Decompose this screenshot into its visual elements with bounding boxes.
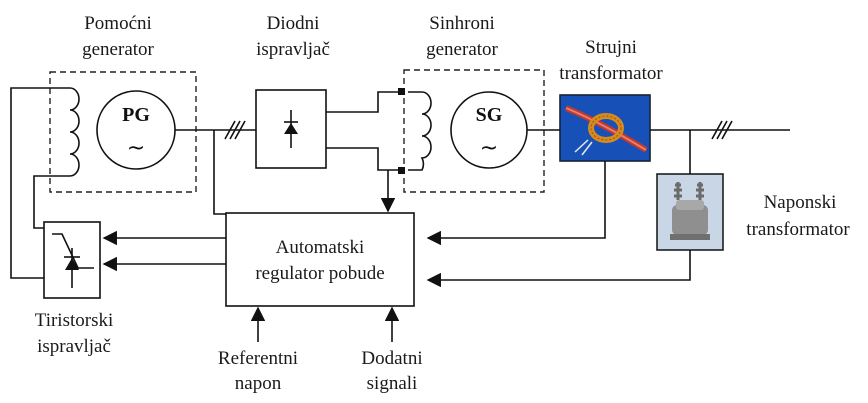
sg-symbol: SG xyxy=(476,104,503,126)
pg-aux-tap xyxy=(213,130,226,215)
pg-title-line1: Pomoćni xyxy=(84,13,152,34)
vt-feedback-line xyxy=(426,250,691,288)
avr-box xyxy=(225,212,415,307)
pg-3phase-mark xyxy=(224,120,246,140)
ref-label-line1: Referentni xyxy=(218,348,298,369)
sg-title-line2: generator xyxy=(426,39,498,60)
thyristor-icon xyxy=(52,233,94,288)
ct-title-line1: Strujni xyxy=(585,37,637,58)
sg-dashed-boundary xyxy=(403,69,545,193)
current-transformer-photo-icon xyxy=(559,94,651,162)
pg-coil-feed-inner xyxy=(33,175,70,229)
avr-label-line1: Automatski xyxy=(276,237,365,258)
pg-symbol: PG xyxy=(122,104,150,126)
pg-ac-symbol: ~ xyxy=(127,136,145,161)
ref-label-line2: napon xyxy=(235,373,282,394)
thy-title-line1: Tiristorski xyxy=(35,310,114,331)
pg-field-coil xyxy=(69,87,80,177)
diode-title-line2: ispravljač xyxy=(256,39,330,60)
sg-title-line1: Sinhroni xyxy=(429,13,494,34)
grid-3phase-mark xyxy=(711,120,733,140)
voltage-transformer-photo-icon xyxy=(656,173,724,251)
pg-title-line2: generator xyxy=(82,39,154,60)
diode-icon xyxy=(284,110,298,148)
diode-dc-plus xyxy=(326,91,402,113)
ct-title-line2: transformator xyxy=(559,63,663,84)
sg-slipring-top xyxy=(398,88,405,95)
pg-coil-feed-outer xyxy=(10,87,70,279)
thy-title-line2: ispravljač xyxy=(37,336,111,357)
vt-title-line1: Naponski xyxy=(764,192,837,213)
sg-slipring-bottom xyxy=(398,167,405,174)
diode-dc-minus xyxy=(326,147,402,171)
add-label-line1: Dodatni xyxy=(361,348,422,369)
sg-field-coil xyxy=(408,91,432,171)
avr-label-line2: regulator pobude xyxy=(255,263,384,284)
ct-feedback-line xyxy=(426,161,606,246)
diode-title-line1: Diodni xyxy=(267,13,320,34)
vt-title-line2: transformator xyxy=(746,219,850,240)
sg-ac-symbol: ~ xyxy=(480,136,498,161)
pg-dashed-boundary xyxy=(49,71,197,193)
add-label-line2: signali xyxy=(367,373,418,394)
